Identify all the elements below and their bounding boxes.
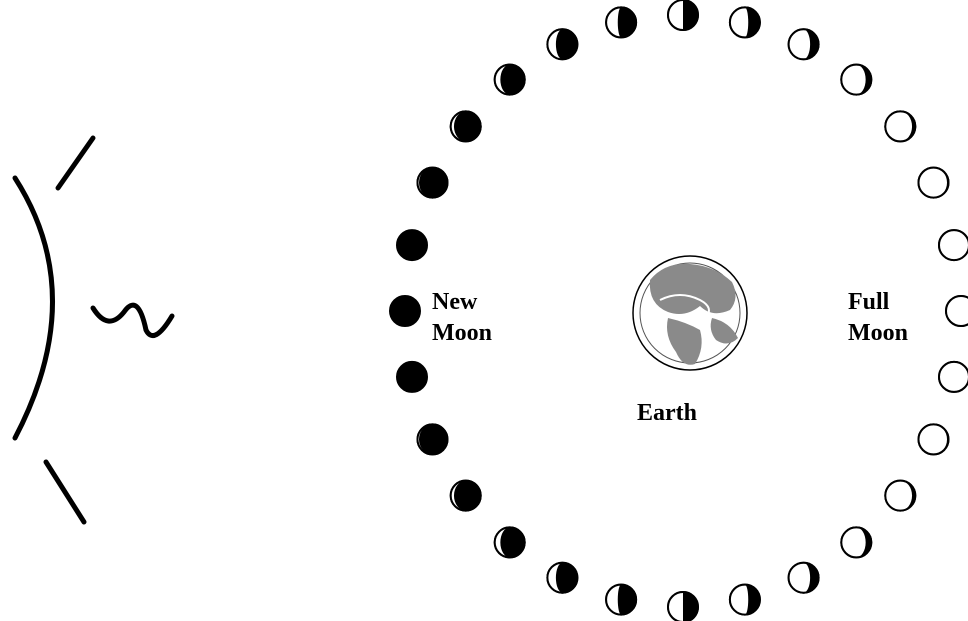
moon-phase [418,168,448,198]
moon-phase [885,481,915,511]
moon-phase [397,230,427,260]
moon-lit-side [668,0,683,30]
sun-edge-arc [15,178,53,438]
full-moon-label: Full Moon [848,287,908,349]
moon-phase [939,362,968,392]
moon-lit-side [730,7,748,37]
moon-phase [495,65,525,95]
moon-phase [606,585,636,615]
moon-phase [495,527,525,557]
moon-disc [397,362,427,392]
moon-phase [547,29,577,59]
moon-phase [606,7,636,37]
moon-phase [919,168,949,198]
sun [15,138,172,522]
moon-phase [939,230,968,260]
moon-phase [397,362,427,392]
moon-phase [390,296,420,326]
earth-label: Earth [637,398,697,429]
moon-phase [789,563,819,593]
moon-phase [668,0,698,30]
moon-phase [946,296,968,326]
moon-phase [418,424,448,454]
moon-phase [451,481,481,511]
moon-phase [841,65,871,95]
moon-phase [547,563,577,593]
moon-phase [730,585,760,615]
new-moon-label-line1: New [432,287,492,318]
moon-phase [730,7,760,37]
moon-lit-side [730,585,748,615]
full-moon-label-line1: Full [848,287,908,318]
moon-disc [390,296,420,326]
full-moon-label-line2: Moon [848,318,908,349]
new-moon-label: New Moon [432,287,492,349]
moon-disc [397,230,427,260]
sun-ray-wavy [93,305,172,335]
sun-ray-bottom [46,462,84,522]
moon-phase [451,111,481,141]
earth [633,256,747,370]
moon-phase [919,424,949,454]
moon-phase [668,592,698,621]
moon-phase [841,527,871,557]
sun-ray-top [58,138,93,188]
new-moon-label-line2: Moon [432,318,492,349]
moon-phase [885,111,915,141]
moon-phase [789,29,819,59]
